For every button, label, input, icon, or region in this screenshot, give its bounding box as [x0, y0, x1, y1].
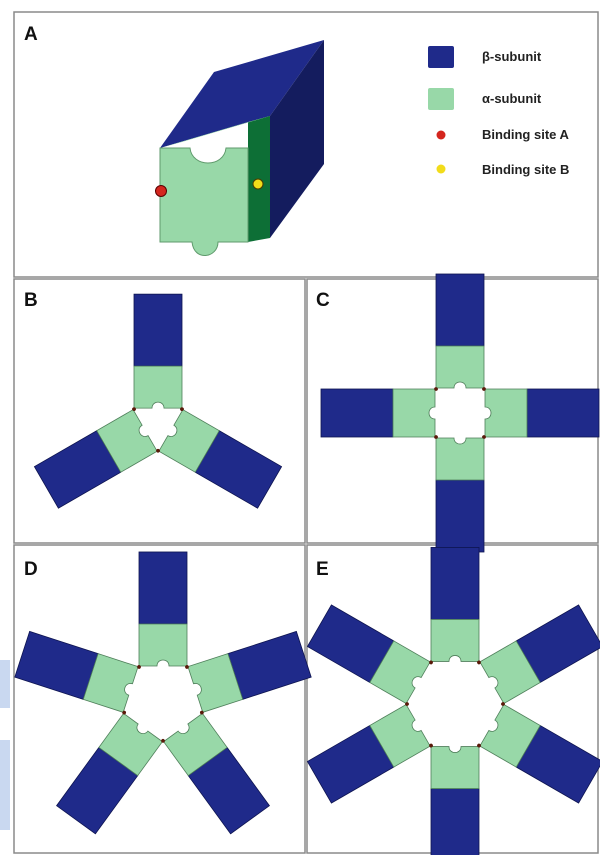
binding-site-mark [180, 407, 184, 411]
legend-site-a-dot [436, 130, 446, 140]
binding-site-mark [477, 660, 481, 665]
subunit-block-3d [155, 40, 324, 256]
subunit [306, 604, 433, 706]
legend-beta-label: β-subunit [482, 49, 542, 64]
subunit [132, 293, 184, 411]
alpha-subunit [158, 409, 220, 473]
subunit [429, 743, 481, 855]
alpha-subunit [96, 409, 158, 473]
legend-beta-swatch [428, 46, 454, 68]
legend-site-b-dot [436, 164, 446, 174]
subunit [161, 710, 270, 835]
beta-subunit [430, 547, 480, 620]
beta-subunit [133, 293, 183, 367]
panel-A-frame [13, 11, 599, 278]
beta-subunit [430, 788, 480, 855]
subunit [306, 702, 433, 804]
binding-site-mark [156, 448, 160, 453]
panel-label-E: E [316, 559, 329, 580]
legend-site-b-label: Binding site B [482, 162, 569, 177]
legend-site-a-label: Binding site A [482, 127, 570, 142]
panel-label-C: C [316, 290, 330, 311]
binding-site-mark [477, 743, 481, 748]
beta-subunit [138, 551, 188, 625]
alpha-subunit [392, 388, 436, 438]
binding-site-mark [482, 435, 486, 439]
legend-alpha-label: α-subunit [482, 91, 542, 106]
binding-site-mark [482, 387, 486, 391]
binding-site-mark [137, 665, 141, 669]
subunit [56, 710, 165, 835]
binding-site-mark [501, 702, 505, 706]
assembly-trimer [33, 293, 283, 509]
panel-label-B: B [24, 290, 38, 311]
binding-site-mark [434, 435, 438, 439]
binding-site-mark [434, 387, 438, 391]
subunit [477, 702, 600, 804]
alpha-subunit [430, 619, 480, 662]
alpha-subunit [369, 703, 431, 768]
subunit [482, 387, 600, 439]
binding-site-mark [429, 743, 433, 748]
subunit [137, 551, 189, 669]
subunit [14, 630, 141, 715]
binding-site-mark [185, 665, 189, 669]
binding-site-mark [122, 710, 126, 715]
beta-subunit [526, 388, 600, 438]
alpha-subunit [484, 388, 528, 438]
alpha-front-face [159, 147, 249, 256]
binding-site-a-marker [155, 185, 167, 197]
beta-top-face [160, 40, 324, 148]
legend-alpha-swatch [428, 88, 454, 110]
binding-site-mark [200, 710, 204, 715]
alpha-subunit [435, 437, 485, 481]
assembly-pentamer [14, 551, 312, 835]
legend: β-subunit α-subunit Binding site A Bindi… [428, 46, 570, 177]
subunit [156, 407, 283, 509]
background-strip [0, 740, 10, 830]
panel-B-frame [13, 278, 306, 544]
panel-D-frame [13, 544, 306, 854]
subunit [434, 273, 486, 391]
beta-subunit [435, 273, 485, 347]
panel-label-D: D [24, 559, 38, 580]
beta-side-face [270, 40, 324, 238]
binding-site-mark [132, 407, 136, 411]
subunit [429, 547, 481, 665]
alpha-subunit [430, 746, 480, 789]
beta-subunit [227, 630, 312, 700]
alpha-subunit [82, 653, 139, 713]
binding-site-b-marker [252, 178, 264, 190]
panel-label-A: A [24, 24, 38, 45]
alpha-subunit [138, 623, 188, 667]
alpha-subunit [479, 703, 541, 768]
subunit [185, 630, 312, 715]
alpha-subunit [435, 345, 485, 389]
binding-site-mark [405, 702, 409, 706]
alpha-subunit [163, 712, 228, 777]
beta-subunit [320, 388, 394, 438]
alpha-subunit [479, 640, 541, 705]
binding-site-mark [429, 660, 433, 665]
subunit [477, 604, 600, 706]
beta-subunit [14, 630, 99, 700]
background-strip [0, 660, 10, 708]
subunit [320, 387, 438, 439]
alpha-top-face [160, 116, 270, 148]
subunit [33, 407, 160, 509]
binding-site-mark [161, 739, 165, 743]
alpha-subunit [187, 653, 244, 713]
alpha-subunit [98, 712, 163, 777]
alpha-subunit [369, 640, 431, 705]
subunit [434, 435, 486, 553]
assembly-tetramer [320, 273, 600, 553]
assembly-hexamer [306, 547, 600, 855]
alpha-subunit [133, 365, 183, 409]
beta-subunit [435, 479, 485, 553]
